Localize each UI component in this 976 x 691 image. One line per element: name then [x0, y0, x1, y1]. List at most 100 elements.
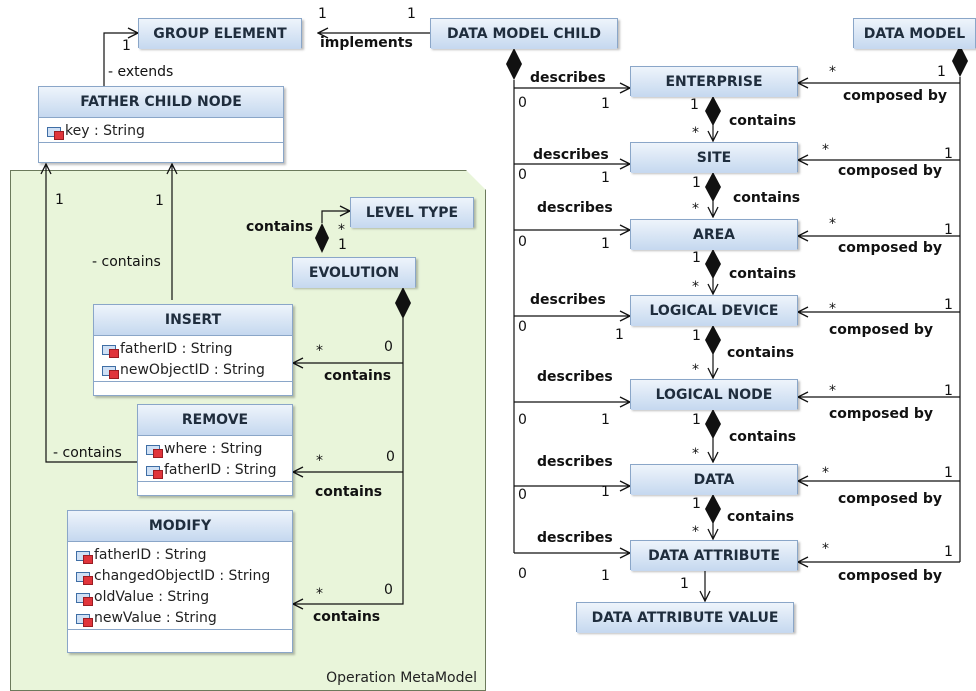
- insert-title: INSERT: [94, 305, 292, 336]
- multiplicity-label: *: [822, 541, 829, 557]
- package-label: Operation MetaModel: [326, 670, 477, 686]
- multiplicity-label: *: [338, 222, 345, 238]
- multiplicity-label: 1: [680, 576, 689, 592]
- diamond-evolution: [395, 287, 411, 319]
- multiplicity-label: *: [829, 216, 836, 232]
- evolution-title: EVOLUTION: [293, 258, 415, 288]
- describes-label: describes: [537, 530, 613, 546]
- data-model-child-class[interactable]: DATA MODEL CHILD: [430, 18, 618, 49]
- composed-by-label: composed by: [843, 88, 948, 104]
- enterprise-class[interactable]: ENTERPRISE: [630, 66, 798, 97]
- multiplicity-label: 1: [601, 170, 610, 186]
- level-type-class[interactable]: LEVEL TYPE: [350, 197, 474, 228]
- data-class[interactable]: DATA: [630, 464, 798, 495]
- insert-class[interactable]: INSERT fatherID : String newObjectID : S…: [93, 304, 293, 396]
- contains-label: contains: [246, 219, 314, 235]
- attribute-icon: [76, 613, 93, 627]
- attribute-icon: [146, 444, 163, 458]
- multiplicity-label: 0: [518, 487, 527, 503]
- multiplicity-label: 1: [692, 328, 701, 344]
- site-class[interactable]: SITE: [630, 142, 798, 173]
- multiplicity-label: *: [692, 362, 699, 378]
- data-model-title: DATA MODEL: [854, 19, 975, 49]
- group-element-title: GROUP ELEMENT: [139, 19, 301, 49]
- implements-label: implements: [320, 35, 413, 51]
- describes-label: describes: [533, 147, 609, 163]
- attribute-row: fatherID : String: [138, 460, 292, 481]
- multiplicity-label: *: [316, 586, 323, 602]
- level-type-title: LEVEL TYPE: [351, 198, 473, 228]
- remove-attributes: where : String fatherID : String: [138, 436, 292, 482]
- multiplicity-label: 1: [692, 175, 701, 191]
- attribute-text: key : String: [65, 123, 145, 139]
- logical-node-class[interactable]: LOGICAL NODE: [630, 379, 798, 410]
- attribute-text: fatherID : String: [164, 462, 277, 478]
- multiplicity-label: 0: [384, 339, 393, 355]
- attribute-row: where : String: [138, 439, 292, 460]
- diamond-logical-device: [705, 325, 721, 355]
- modify-class[interactable]: MODIFY fatherID : String changedObjectID…: [67, 510, 293, 653]
- multiplicity-label: 0: [518, 234, 527, 250]
- multiplicity-label: 0: [386, 449, 395, 465]
- diamond-data: [705, 494, 721, 524]
- area-class[interactable]: AREA: [630, 219, 798, 250]
- multiplicity-label: 0: [518, 95, 527, 111]
- multiplicity-label: *: [692, 279, 699, 295]
- multiplicity-label: 1: [601, 412, 610, 428]
- multiplicity-label: 1: [944, 146, 953, 162]
- logical-device-class[interactable]: LOGICAL DEVICE: [630, 295, 798, 326]
- multiplicity-label: *: [316, 343, 323, 359]
- data-attribute-value-class[interactable]: DATA ATTRIBUTE VALUE: [576, 602, 794, 633]
- extends-connector: [103, 33, 138, 86]
- describes-label: describes: [537, 200, 613, 216]
- evolution-level-connector: [321, 211, 350, 223]
- data-attribute-class[interactable]: DATA ATTRIBUTE: [630, 540, 798, 571]
- contains-label: contains: [315, 484, 383, 500]
- evolution-class[interactable]: EVOLUTION: [292, 257, 416, 288]
- attribute-text: fatherID : String: [120, 341, 233, 357]
- multiplicity-label: 1: [944, 222, 953, 238]
- data-model-child-title: DATA MODEL CHILD: [431, 19, 617, 49]
- contains-label: contains: [729, 113, 797, 129]
- attribute-row: newObjectID : String: [94, 360, 292, 381]
- multiplicity-label: *: [822, 142, 829, 158]
- attribute-text: changedObjectID : String: [94, 568, 271, 584]
- multiplicity-label: 1: [601, 484, 610, 500]
- data-model-class[interactable]: DATA MODEL: [853, 18, 976, 49]
- data-attribute-value-title: DATA ATTRIBUTE VALUE: [577, 603, 793, 633]
- logical-device-title: LOGICAL DEVICE: [631, 296, 797, 326]
- modify-title: MODIFY: [68, 511, 292, 542]
- attribute-text: newValue : String: [94, 610, 217, 626]
- contains-label: contains: [733, 190, 801, 206]
- multiplicity-label: 1: [944, 383, 953, 399]
- multiplicity-label: 0: [518, 412, 527, 428]
- describes-label: describes: [530, 70, 606, 86]
- multiplicity-label: *: [692, 446, 699, 462]
- attribute-row: oldValue : String: [68, 587, 292, 608]
- attribute-text: newObjectID : String: [120, 362, 265, 378]
- father-child-node-class[interactable]: FATHER CHILD NODE key : String: [38, 86, 284, 163]
- contains-label: - contains: [92, 254, 161, 270]
- attribute-text: oldValue : String: [94, 589, 210, 605]
- multiplicity-label: 1: [122, 38, 131, 54]
- composed-by-label: composed by: [838, 240, 943, 256]
- group-element-class[interactable]: GROUP ELEMENT: [138, 18, 302, 49]
- attribute-icon: [102, 344, 119, 358]
- describes-label: describes: [537, 369, 613, 385]
- multiplicity-label: 1: [318, 6, 327, 22]
- composed-by-label: composed by: [838, 491, 943, 507]
- attribute-row: fatherID : String: [68, 545, 292, 566]
- contains-label: contains: [324, 368, 392, 384]
- contains-label: contains: [313, 609, 381, 625]
- package-fold-corner: [466, 170, 486, 190]
- multiplicity-label: 1: [944, 297, 953, 313]
- composed-by-label: composed by: [838, 568, 943, 584]
- contains-label: contains: [727, 509, 795, 525]
- data-attribute-title: DATA ATTRIBUTE: [631, 541, 797, 571]
- site-title: SITE: [631, 143, 797, 173]
- multiplicity-label: *: [316, 453, 323, 469]
- attribute-row: fatherID : String: [94, 339, 292, 360]
- remove-class[interactable]: REMOVE where : String fatherID : String: [137, 404, 293, 496]
- diamond-evolution-level: [315, 223, 329, 253]
